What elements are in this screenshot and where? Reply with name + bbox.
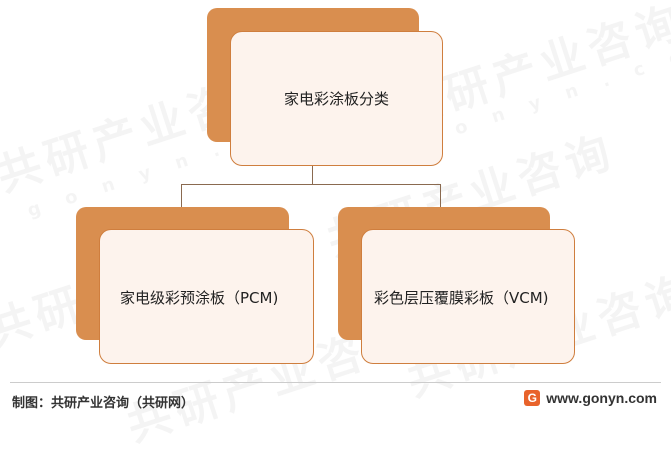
right-node-label: 彩色层压覆膜彩板（VCM) — [374, 289, 549, 307]
left-node-label: 家电级彩预涂板（PCM) — [120, 289, 279, 307]
footer-divider — [10, 382, 661, 383]
root-node-label: 家电彩涂板分类 — [284, 90, 390, 108]
connector-left-down — [181, 184, 182, 207]
root-node: 家电彩涂板分类 — [230, 31, 443, 166]
watermark-url: g o n y n . c o m — [415, 29, 671, 151]
connector-root-down — [312, 165, 313, 185]
connector-horizontal — [181, 184, 440, 185]
left-node: 家电级彩预涂板（PCM) — [99, 229, 314, 364]
footer-brand[interactable]: G www.gonyn.com — [524, 390, 657, 406]
source-caption: 制图：共研产业咨询（共研网） — [12, 396, 195, 411]
brand-url-link[interactable]: www.gonyn.com — [546, 390, 657, 406]
connector-right-down — [440, 184, 441, 207]
right-node: 彩色层压覆膜彩板（VCM) — [361, 229, 575, 364]
gonyn-logo-icon: G — [524, 390, 541, 406]
